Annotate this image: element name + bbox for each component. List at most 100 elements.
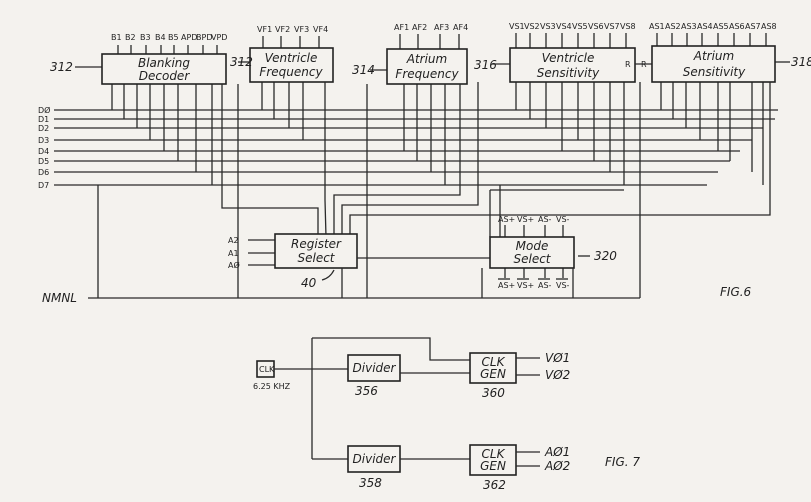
- vfreq-pin: VF1: [257, 25, 272, 34]
- mode-bottom-pin: VS-: [556, 281, 570, 290]
- clkgen-360-subtitle: GEN: [480, 367, 506, 381]
- mode-top-pin: AS-: [538, 215, 552, 224]
- blanking-pin: BPD: [196, 33, 212, 42]
- clk-source-label: CLK: [259, 365, 275, 374]
- blanking-pin: B3: [140, 33, 151, 42]
- mode-select-subtitle: Select: [513, 252, 551, 266]
- asens-pin: AS4: [697, 22, 713, 31]
- mode-top-pin: AS+: [498, 215, 515, 224]
- ventricle-sensitivity: Ventricle Sensitivity R 316 VS1 VS2 VS3 …: [474, 22, 636, 185]
- vsens-pin: VS2: [524, 22, 540, 31]
- atrium-frequency-ref: 314: [352, 63, 375, 77]
- ventricle-frequency-title: Ventricle: [265, 51, 318, 65]
- mode-top-pin: VS-: [556, 215, 570, 224]
- atrium-frequency-subtitle: Frequency: [395, 67, 459, 81]
- register-select: Register Select A2 A1 AØ 40: [228, 233, 490, 290]
- afreq-pin: AF1: [394, 23, 409, 32]
- asens-pin: AS2: [665, 22, 681, 31]
- ventricle-frequency-ref: 312: [230, 55, 253, 69]
- atrium-sensitivity-r-pin: R: [641, 60, 647, 69]
- asens-pin: AS6: [729, 22, 745, 31]
- mode-bottom-pin: AS-: [538, 281, 552, 290]
- data-line-label: D3: [38, 136, 49, 145]
- atrium-sensitivity-title: Atrium: [693, 49, 734, 63]
- blanking-pin: B4: [155, 33, 166, 42]
- clkgen-362-ref: 362: [483, 478, 506, 492]
- fig7-clock-diagram: CLK 6.25 KHZ Divider 356 Divider 358 CLK…: [253, 337, 640, 492]
- ventricle-sensitivity-ref: 316: [474, 58, 497, 72]
- afreq-pin: AF2: [412, 23, 427, 32]
- data-line-label: DØ: [38, 105, 50, 115]
- vfreq-pin: VF2: [275, 25, 290, 34]
- register-input-label: A1: [228, 249, 239, 258]
- divider-356-ref: 356: [355, 384, 378, 398]
- ventricle-frequency: Ventricle Frequency 312 VF1 VF2 VF3 VF4: [230, 25, 334, 140]
- asens-pin: AS8: [761, 22, 777, 31]
- atrium-sensitivity: Atrium Sensitivity R 318 AS1 AS2 AS3 AS4…: [635, 22, 811, 185]
- atrium-sensitivity-subtitle: Sensitivity: [683, 65, 746, 79]
- clkgen-362-subtitle: GEN: [480, 459, 506, 473]
- data-line-label: D6: [38, 168, 49, 177]
- vsens-pin: VS5: [572, 22, 588, 31]
- asens-pin: AS5: [713, 22, 729, 31]
- ventricle-sensitivity-subtitle: Sensitivity: [537, 66, 600, 80]
- ventricle-sensitivity-title: Ventricle: [542, 51, 595, 65]
- atrium-frequency: Atrium Frequency 314 AF1 AF2 AF3 AF4: [352, 23, 468, 185]
- divider-358-ref: 358: [359, 476, 382, 490]
- clkgen-360-output: VØ1: [545, 351, 570, 365]
- data-line-label: D2: [38, 124, 49, 133]
- blanking-pin: VPD: [211, 33, 227, 42]
- mode-select: Mode Select 320 AS+ VS+ AS- VS- AS+ VS+ …: [489, 215, 617, 290]
- data-bus-labels: DØ D1 D2 D3 D4 D5 D6 D7: [38, 105, 50, 190]
- vfreq-pin: VF3: [294, 25, 309, 34]
- atrium-frequency-title: Atrium: [406, 52, 447, 66]
- data-line-label: D5: [38, 157, 49, 166]
- vsens-pin: VS1: [509, 22, 525, 31]
- clkgen-362-output: AØ2: [544, 459, 570, 473]
- fig7-label: FIG. 7: [605, 455, 640, 469]
- blanking-pin: APD: [181, 33, 197, 42]
- divider-358-label: Divider: [353, 452, 397, 466]
- vsens-pin: VS4: [556, 22, 572, 31]
- register-select-title: Register: [291, 237, 342, 251]
- mode-bottom-pin: AS+: [498, 281, 515, 290]
- register-select-ref: 40: [301, 276, 317, 290]
- select-wiring: [221, 82, 771, 238]
- data-line-label: D1: [38, 115, 49, 124]
- register-input-label: A2: [228, 236, 239, 245]
- asens-pin: AS7: [745, 22, 761, 31]
- mode-select-title: Mode: [516, 239, 549, 253]
- fig6-label: FIG.6: [720, 285, 752, 299]
- register-select-subtitle: Select: [297, 251, 335, 265]
- vsens-pin: VS7: [604, 22, 620, 31]
- data-line-label: D7: [38, 181, 49, 190]
- divider-356-label: Divider: [353, 361, 397, 375]
- reset-label: NMNL: [42, 291, 77, 305]
- vsens-pin: VS6: [588, 22, 604, 31]
- blanking-ref: 312: [50, 60, 73, 74]
- mode-select-ref: 320: [594, 249, 617, 263]
- vsens-pin: VS8: [620, 22, 636, 31]
- clkgen-362-output: AØ1: [544, 445, 570, 459]
- atrium-sensitivity-ref: 318: [791, 55, 811, 69]
- mode-bottom-pin: VS+: [517, 281, 534, 290]
- blanking-pin: B5: [168, 33, 179, 42]
- data-line-label: D4: [38, 147, 49, 156]
- clkgen-360-title: CLK: [482, 355, 506, 369]
- clkgen-362-title: CLK: [482, 447, 506, 461]
- vfreq-pin: VF4: [313, 25, 328, 34]
- asens-pin: AS3: [681, 22, 697, 31]
- register-input-label: AØ: [228, 260, 240, 270]
- clkgen-360-output: VØ2: [545, 368, 570, 382]
- blanking-title: Blanking: [138, 56, 190, 70]
- mode-top-pin: VS+: [517, 215, 534, 224]
- blanking-pin: B2: [125, 33, 136, 42]
- ventricle-sensitivity-r-pin: R: [625, 60, 631, 69]
- blanking-subtitle: Decoder: [139, 69, 191, 83]
- clkgen-360-ref: 360: [482, 386, 505, 400]
- clk-frequency: 6.25 KHZ: [253, 382, 291, 391]
- data-bus: [54, 109, 778, 186]
- ventricle-frequency-subtitle: Frequency: [259, 65, 323, 79]
- reset-line: NMNL: [42, 84, 641, 305]
